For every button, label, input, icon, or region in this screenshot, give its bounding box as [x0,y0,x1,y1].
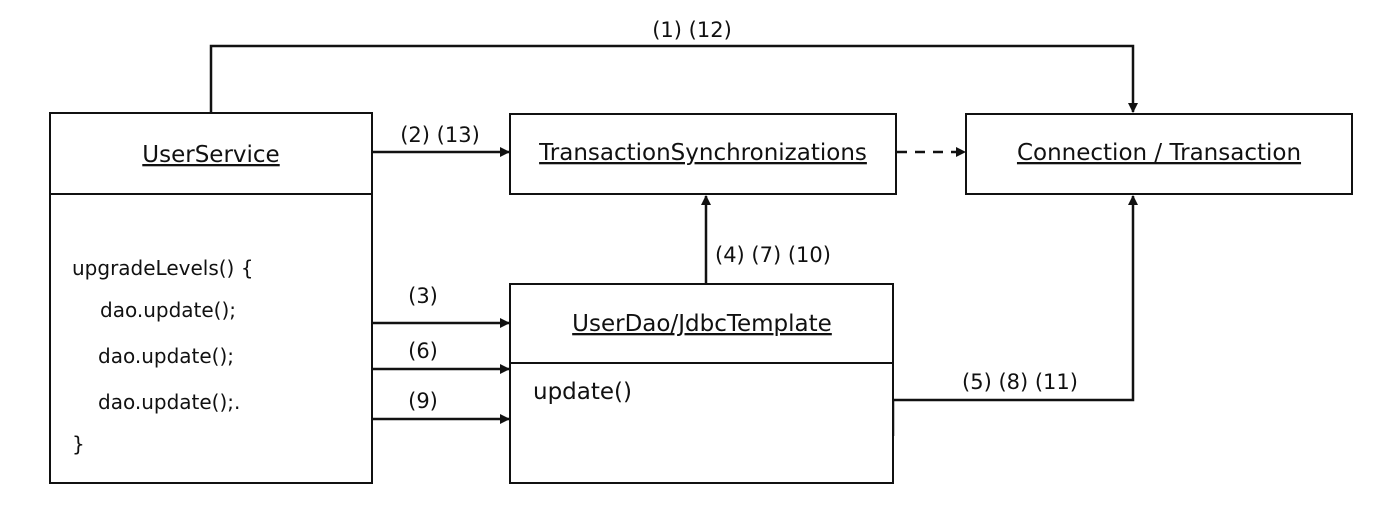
code-line: dao.update();. [98,390,240,414]
edge-dao-to-connection [891,195,1138,436]
edge-label-call-2: (6) [408,339,438,363]
code-line: dao.update(); [98,344,234,368]
code-line: dao.update(); [100,298,236,322]
user-dao-node: UserDao/JdbcTemplate update() [509,283,894,484]
code-line: } [72,432,85,456]
edge-label-call-3: (9) [408,389,438,413]
edge-label-call-1: (3) [408,284,438,308]
edge-label-service-to-connection: (1) (12) [652,18,732,42]
transaction-synchronizations-node: TransactionSynchronizations [509,113,897,195]
edge-label-dao-to-connection: (5) (8) (11) [962,370,1078,394]
user-dao-title: UserDao/JdbcTemplate [572,311,832,337]
user-service-node: UserService upgradeLevels() { dao.update… [49,112,373,484]
user-service-title: UserService [142,142,279,168]
code-line: upgradeLevels() { [72,256,253,280]
user-dao-method: update() [533,379,632,405]
edge-label-service-to-sync: (2) (13) [400,123,480,147]
transaction-synchronizations-title: TransactionSynchronizations [538,140,867,166]
connection-transaction-node: Connection / Transaction [965,113,1353,195]
connection-transaction-title: Connection / Transaction [1017,140,1301,166]
edge-service-to-connection [209,44,1138,113]
edge-label-dao-to-sync: (4) (7) (10) [715,243,831,267]
